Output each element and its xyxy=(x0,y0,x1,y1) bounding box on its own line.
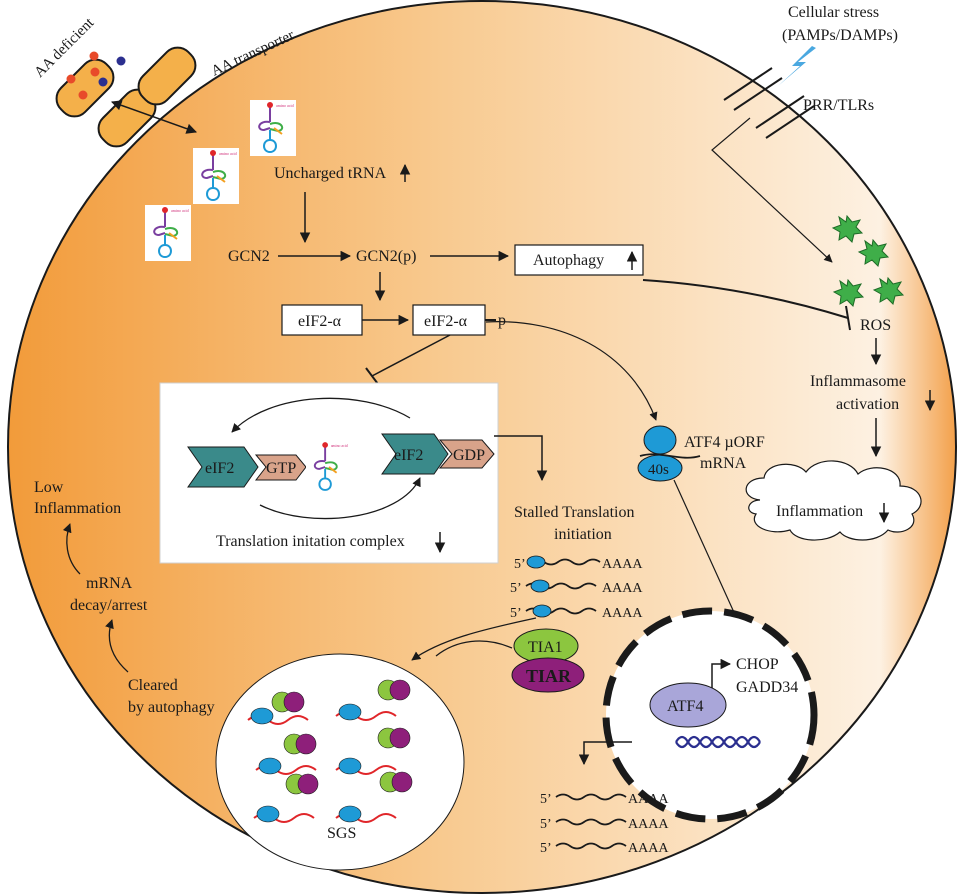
stalled-translation-label: Stalled Translation xyxy=(514,504,634,521)
inflammation-label: Inflammation xyxy=(776,503,863,520)
aa-transporter xyxy=(55,46,197,148)
ros-icon xyxy=(831,214,905,307)
svg-text:5’: 5’ xyxy=(510,581,522,596)
eif2-gdp-subunit xyxy=(381,433,449,475)
low-label: Low xyxy=(34,479,64,496)
trna-icon xyxy=(193,148,239,204)
autophagy-label: Autophagy xyxy=(533,252,604,269)
phospho-label: p xyxy=(498,312,506,329)
inflammasome-label: Inflammasome xyxy=(810,373,906,390)
translation-complex-label: Translation initation complex xyxy=(216,533,405,550)
eif2ap-label: eIF2-α xyxy=(424,313,468,330)
stalled-mrna-group: 5’ AAAA 5’ AAAA 5’ AAAA xyxy=(510,555,643,621)
eif2-right-label: eIF2 xyxy=(394,447,423,464)
cleared-label: Cleared xyxy=(128,677,178,694)
tia1-label: TIA1 xyxy=(528,639,563,656)
ribosome-60s xyxy=(643,425,677,455)
svg-text:AAAA: AAAA xyxy=(602,581,643,596)
gdp-icon xyxy=(438,439,495,469)
eif2ap-box xyxy=(412,304,486,336)
tiar-label: TIAR xyxy=(526,666,572,686)
svg-text:5’: 5’ xyxy=(540,817,552,832)
output-mrna-group: 5’ AAAA 5’ AAAA 5’ AAAA xyxy=(540,792,669,856)
svg-text:AAAA: AAAA xyxy=(602,557,643,572)
initiation-label: initiation xyxy=(554,526,612,543)
pamps-damps-label: (PAMPs/DAMPs) xyxy=(782,27,898,44)
svg-text:5’: 5’ xyxy=(540,792,552,807)
mrna-label: mRNA xyxy=(86,575,133,592)
gtp-label: GTP xyxy=(266,460,296,477)
by-autophagy-label: by autophagy xyxy=(128,699,215,716)
tiar-protein xyxy=(511,657,585,693)
lightning-icon xyxy=(778,46,816,86)
ribosome-40s-label: 40s xyxy=(648,462,669,478)
cellular-stress-label: Cellular stress xyxy=(788,4,879,21)
gcn2p-label: GCN2(p) xyxy=(356,248,416,265)
eif2-left-label: eIF2 xyxy=(205,460,234,477)
gadd34-label: GADD34 xyxy=(736,679,798,696)
atf4-mrna-label: mRNA xyxy=(700,455,747,472)
trna-icon xyxy=(306,440,350,494)
gcn2-label: GCN2 xyxy=(228,248,270,265)
eif2-gtp-subunit xyxy=(187,446,259,488)
autophagy-box xyxy=(514,244,644,276)
sgs-label: SGS xyxy=(327,825,356,842)
decay-arrest-label: decay/arrest xyxy=(70,597,148,614)
atf4-label: ATF4 xyxy=(667,698,703,715)
svg-text:AAAA: AAAA xyxy=(628,817,669,832)
gtp-icon xyxy=(254,454,307,481)
activation-label: activation xyxy=(836,396,899,413)
stress-granule-complexes xyxy=(247,679,413,823)
dna-helix xyxy=(675,735,761,749)
prr-tlrs-label: PRR/TLRs xyxy=(803,97,874,114)
aa-dots xyxy=(66,51,126,100)
uncharged-trna-label: Uncharged tRNA xyxy=(274,165,387,182)
chop-label: CHOP xyxy=(736,656,779,673)
svg-text:AAAA: AAAA xyxy=(628,792,669,807)
svg-text:5’: 5’ xyxy=(540,841,552,856)
svg-text:AAAA: AAAA xyxy=(628,841,669,856)
trna-icon xyxy=(250,100,296,156)
eif2a-label: eIF2-α xyxy=(298,313,342,330)
atf4-protein xyxy=(649,682,727,728)
inflammation-cloud xyxy=(745,460,922,541)
atf4-uorf-label: ATF4 µORF xyxy=(684,434,765,451)
ros-label: ROS xyxy=(860,317,891,334)
gdp-label: GDP xyxy=(453,447,485,464)
svg-text:AAAA: AAAA xyxy=(602,606,643,621)
trna-icon xyxy=(145,205,191,261)
svg-text:5’: 5’ xyxy=(514,557,526,572)
svg-text:5’: 5’ xyxy=(510,606,522,621)
prr-tlr-receptor xyxy=(723,67,815,139)
low-inflammation-label: Inflammation xyxy=(34,500,121,517)
